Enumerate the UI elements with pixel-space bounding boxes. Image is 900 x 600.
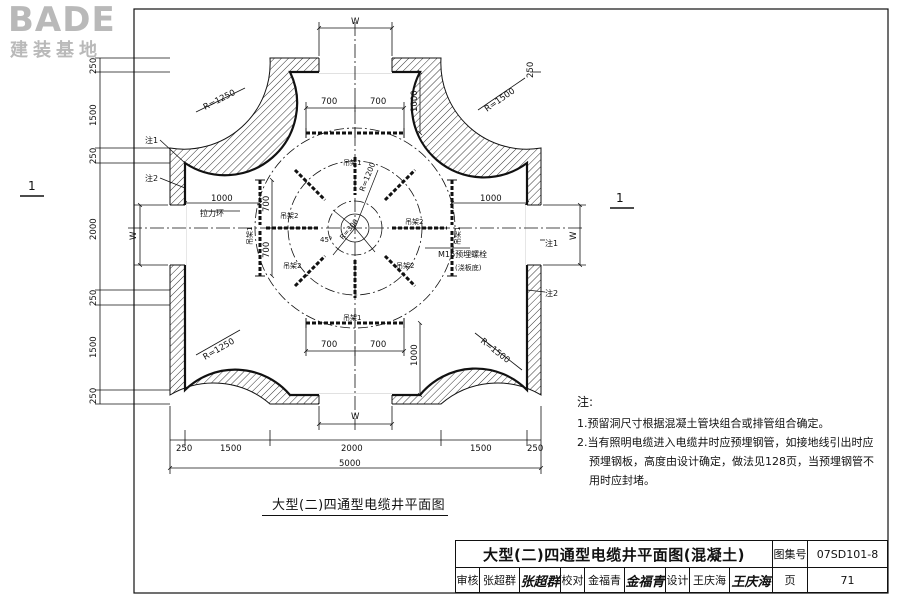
dim-top-right-1000: 1000 [410, 90, 420, 112]
section-marker-left: 1 [28, 179, 36, 193]
dim-bottom-1500-a: 1500 [220, 444, 242, 454]
bracket2-lower-right: 吊架2 [396, 262, 414, 270]
note1-label-right: 注1 [545, 238, 558, 248]
checker-signature: 金福青 [624, 567, 666, 593]
top-opening [319, 57, 392, 73]
bracket2-lower-left: 吊架2 [283, 262, 301, 270]
bolt-label: M16预埋螺栓 [438, 249, 487, 259]
note-item-1: 1.预留洞尺寸根据混凝土管块组合或排管组合确定。 [577, 417, 830, 430]
bottom-opening [319, 394, 392, 406]
bracket1-right: 吊架1 [454, 227, 462, 245]
dim-bottom-1500-b: 1500 [470, 444, 492, 454]
bracket1-top: 吊架1 [343, 159, 361, 167]
logo-text: BADE [8, 0, 116, 40]
dim-bottom-w: W [351, 412, 360, 422]
dim-right-250: 250 [526, 62, 536, 78]
dim-top-700-a: 700 [321, 97, 337, 107]
review-label: 审核 [455, 567, 480, 593]
bracket2-left: 吊架2 [280, 212, 298, 220]
dim-left-w: W [129, 231, 139, 240]
bolt-sublabel: (浇板底) [455, 263, 482, 272]
note2-label-right: 注2 [545, 288, 558, 298]
radius-1500-top: R=1500 [483, 86, 517, 114]
dimension-lines [20, 22, 634, 474]
dim-left-700-a: 700 [262, 196, 272, 212]
bracket2-right: 吊架2 [405, 218, 423, 226]
notes-block: 注: 1.预留洞尺寸根据混凝土管块组合或排管组合确定。 2.当有照明电缆进入电缆… [577, 393, 887, 490]
page-label: 页 [772, 567, 808, 593]
center-lines [128, 22, 585, 430]
dim-total-5000: 5000 [339, 459, 361, 469]
note1-label-top: 注1 [145, 135, 158, 145]
dim-top-700-b: 700 [370, 97, 386, 107]
bade-logo: BADE 建装基地 [6, 0, 136, 64]
caption-underline [262, 515, 448, 516]
radial-lines [332, 169, 379, 256]
dim-left-1500-b: 1500 [89, 336, 99, 358]
dim-right-w: W [569, 231, 579, 240]
note-item-2-line-3: 用时应封堵。 [589, 474, 655, 487]
inner-wall-outline [183, 70, 529, 397]
reviewer-signature: 张超群 [519, 567, 561, 593]
dim-left-250-c: 250 [89, 290, 99, 306]
atlas-number: 07SD101-8 [807, 540, 888, 568]
dim-left-2000: 2000 [89, 218, 99, 240]
designer-name: 王庆海 [689, 567, 730, 593]
pull-ring-label: 拉力环 [200, 208, 224, 218]
dim-left-250-d: 250 [89, 388, 99, 404]
dim-bottom-2000: 2000 [341, 444, 363, 454]
dim-left-250-b: 250 [89, 148, 99, 164]
checker-name: 金福青 [584, 567, 625, 593]
radius-1250-top: R=1250 [202, 88, 237, 113]
dim-right-1000: 1000 [480, 194, 502, 204]
note-item-2: 2.当有照明电缆进入电缆井时应预埋钢管，如接地线引出时应 [577, 436, 874, 449]
bracket1-bottom: 吊架1 [343, 314, 361, 322]
left-opening [168, 205, 186, 265]
check-label: 校对 [560, 567, 585, 593]
reviewer-name: 张超群 [479, 567, 520, 593]
cable-brackets [258, 131, 454, 325]
right-opening [526, 205, 543, 265]
angle-45: 45° [320, 236, 332, 244]
note2-label-left: 注2 [145, 173, 158, 183]
radius-1500-bottom: R=1500 [478, 336, 511, 365]
radius-300: R=300 [338, 218, 360, 242]
dim-bottom-700-b: 700 [370, 340, 386, 350]
bracket1-left: 吊架1 [246, 227, 254, 245]
dim-bottom-250-a: 250 [176, 444, 192, 454]
dim-left-250-a: 250 [89, 58, 99, 74]
dim-left-700-b: 700 [262, 242, 272, 258]
radius-1250-bottom: R=1250 [202, 337, 237, 363]
design-label: 设计 [665, 567, 690, 593]
note-item-2-line-2: 预埋钢板，高度由设计确定，做法见128页，当预埋钢管不 [589, 455, 874, 468]
annotation-labels: 注1 注2 注1 注2 拉力环 M16预埋螺栓 (浇板底) 吊架1 吊架1 吊架… [28, 135, 624, 322]
section-marker-right: 1 [616, 191, 624, 205]
dim-bottom-700-a: 700 [321, 340, 337, 350]
title-block-title: 大型(二)四通型电缆井平面图(混凝土) [455, 540, 773, 568]
dim-left-1000: 1000 [211, 194, 233, 204]
designer-signature: 王庆海 [729, 567, 773, 593]
drawing-caption: 大型(二)四通型电缆井平面图 [272, 498, 446, 513]
dim-bottom-right-1000: 1000 [410, 344, 420, 366]
dim-top-w: W [351, 17, 360, 27]
logo-subtitle: 建装基地 [10, 40, 102, 61]
notes-title: 注: [577, 395, 594, 409]
atlas-label: 图集号 [772, 540, 808, 568]
dim-left-1500-a: 1500 [89, 104, 99, 126]
dim-bottom-250-b: 250 [527, 444, 543, 454]
page-number: 71 [807, 567, 888, 593]
sheet-border [133, 8, 889, 594]
